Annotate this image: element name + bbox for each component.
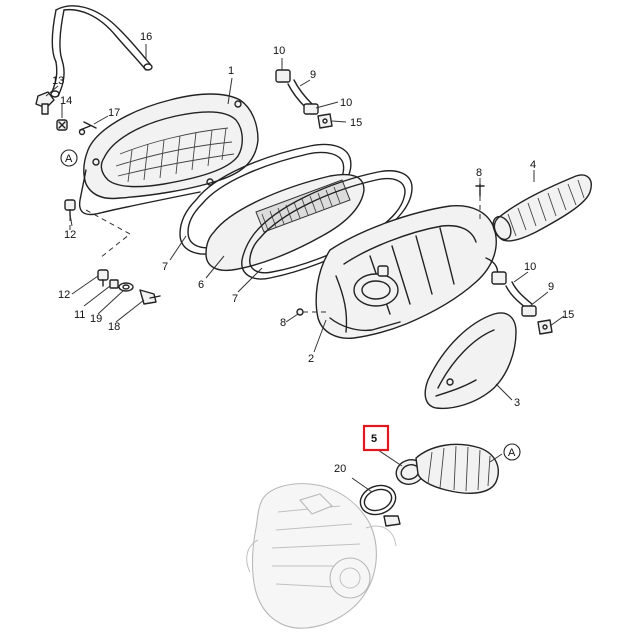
callout-16: 16 xyxy=(140,31,152,43)
callout-3: 3 xyxy=(514,397,520,409)
bolt-18 xyxy=(139,289,161,305)
clamp-20 xyxy=(359,484,401,527)
callout-18: 18 xyxy=(108,321,120,333)
callout-2: 2 xyxy=(308,353,314,365)
air-box-housing-2 xyxy=(315,205,499,339)
cover-3 xyxy=(424,312,517,410)
callout-8-lower: 8 xyxy=(280,317,286,329)
pin-17 xyxy=(78,121,97,136)
callout-12-lower: 12 xyxy=(58,289,70,301)
callout-11: 11 xyxy=(74,309,85,321)
callout-12-upper: 12 xyxy=(64,229,76,241)
breather-hose-16 xyxy=(50,5,153,98)
screw-12-lower xyxy=(97,269,109,287)
callout-8-upper: 8 xyxy=(476,167,482,179)
air-box-cover-1 xyxy=(78,93,259,216)
callout-5: 5 xyxy=(371,433,377,445)
screw-8-lower xyxy=(296,308,326,316)
callout-15-lower: 15 xyxy=(562,309,574,321)
callout-6: 6 xyxy=(198,279,204,291)
callout-4: 4 xyxy=(530,159,536,171)
callout-10-mid: 10 xyxy=(340,97,352,109)
screw-12-upper xyxy=(64,199,76,217)
callout-7-front: 7 xyxy=(162,261,168,273)
callout-10-lower: 10 xyxy=(524,261,536,273)
callout-1: 1 xyxy=(228,65,234,77)
screw-14 xyxy=(56,119,68,131)
intake-duct-4 xyxy=(492,174,592,242)
engine-background xyxy=(246,483,397,629)
callout-15-top: 15 xyxy=(350,117,362,129)
ref-a-bottom-label: A xyxy=(508,447,516,459)
callout-9-lower: 9 xyxy=(548,281,554,293)
highlighted-callout-5: 5 xyxy=(362,424,390,452)
ref-a-bottom: A xyxy=(503,443,521,461)
callout-10-top: 10 xyxy=(273,45,285,57)
hose-9-upper xyxy=(275,69,333,129)
screw-8-upper xyxy=(475,183,485,220)
callout-labels: 16 1 10 9 10 15 13 14 17 12 7 6 7 8 4 10… xyxy=(52,31,574,475)
hose-9-lower xyxy=(491,271,553,335)
callout-9-top: 9 xyxy=(310,69,316,81)
fitting-13 xyxy=(35,91,55,115)
callout-7-rear: 7 xyxy=(232,293,238,305)
intake-boot-5 xyxy=(395,443,499,494)
ref-a-top: A xyxy=(60,149,78,167)
washer-19 xyxy=(118,282,134,292)
ref-a-top-label: A xyxy=(65,153,73,165)
callout-20: 20 xyxy=(334,463,346,475)
callout-17: 17 xyxy=(108,107,120,119)
nut-11 xyxy=(109,279,119,289)
leader-lines xyxy=(45,44,565,493)
callout-14: 14 xyxy=(60,95,72,107)
callout-13: 13 xyxy=(52,75,64,87)
callout-19: 19 xyxy=(90,313,102,325)
